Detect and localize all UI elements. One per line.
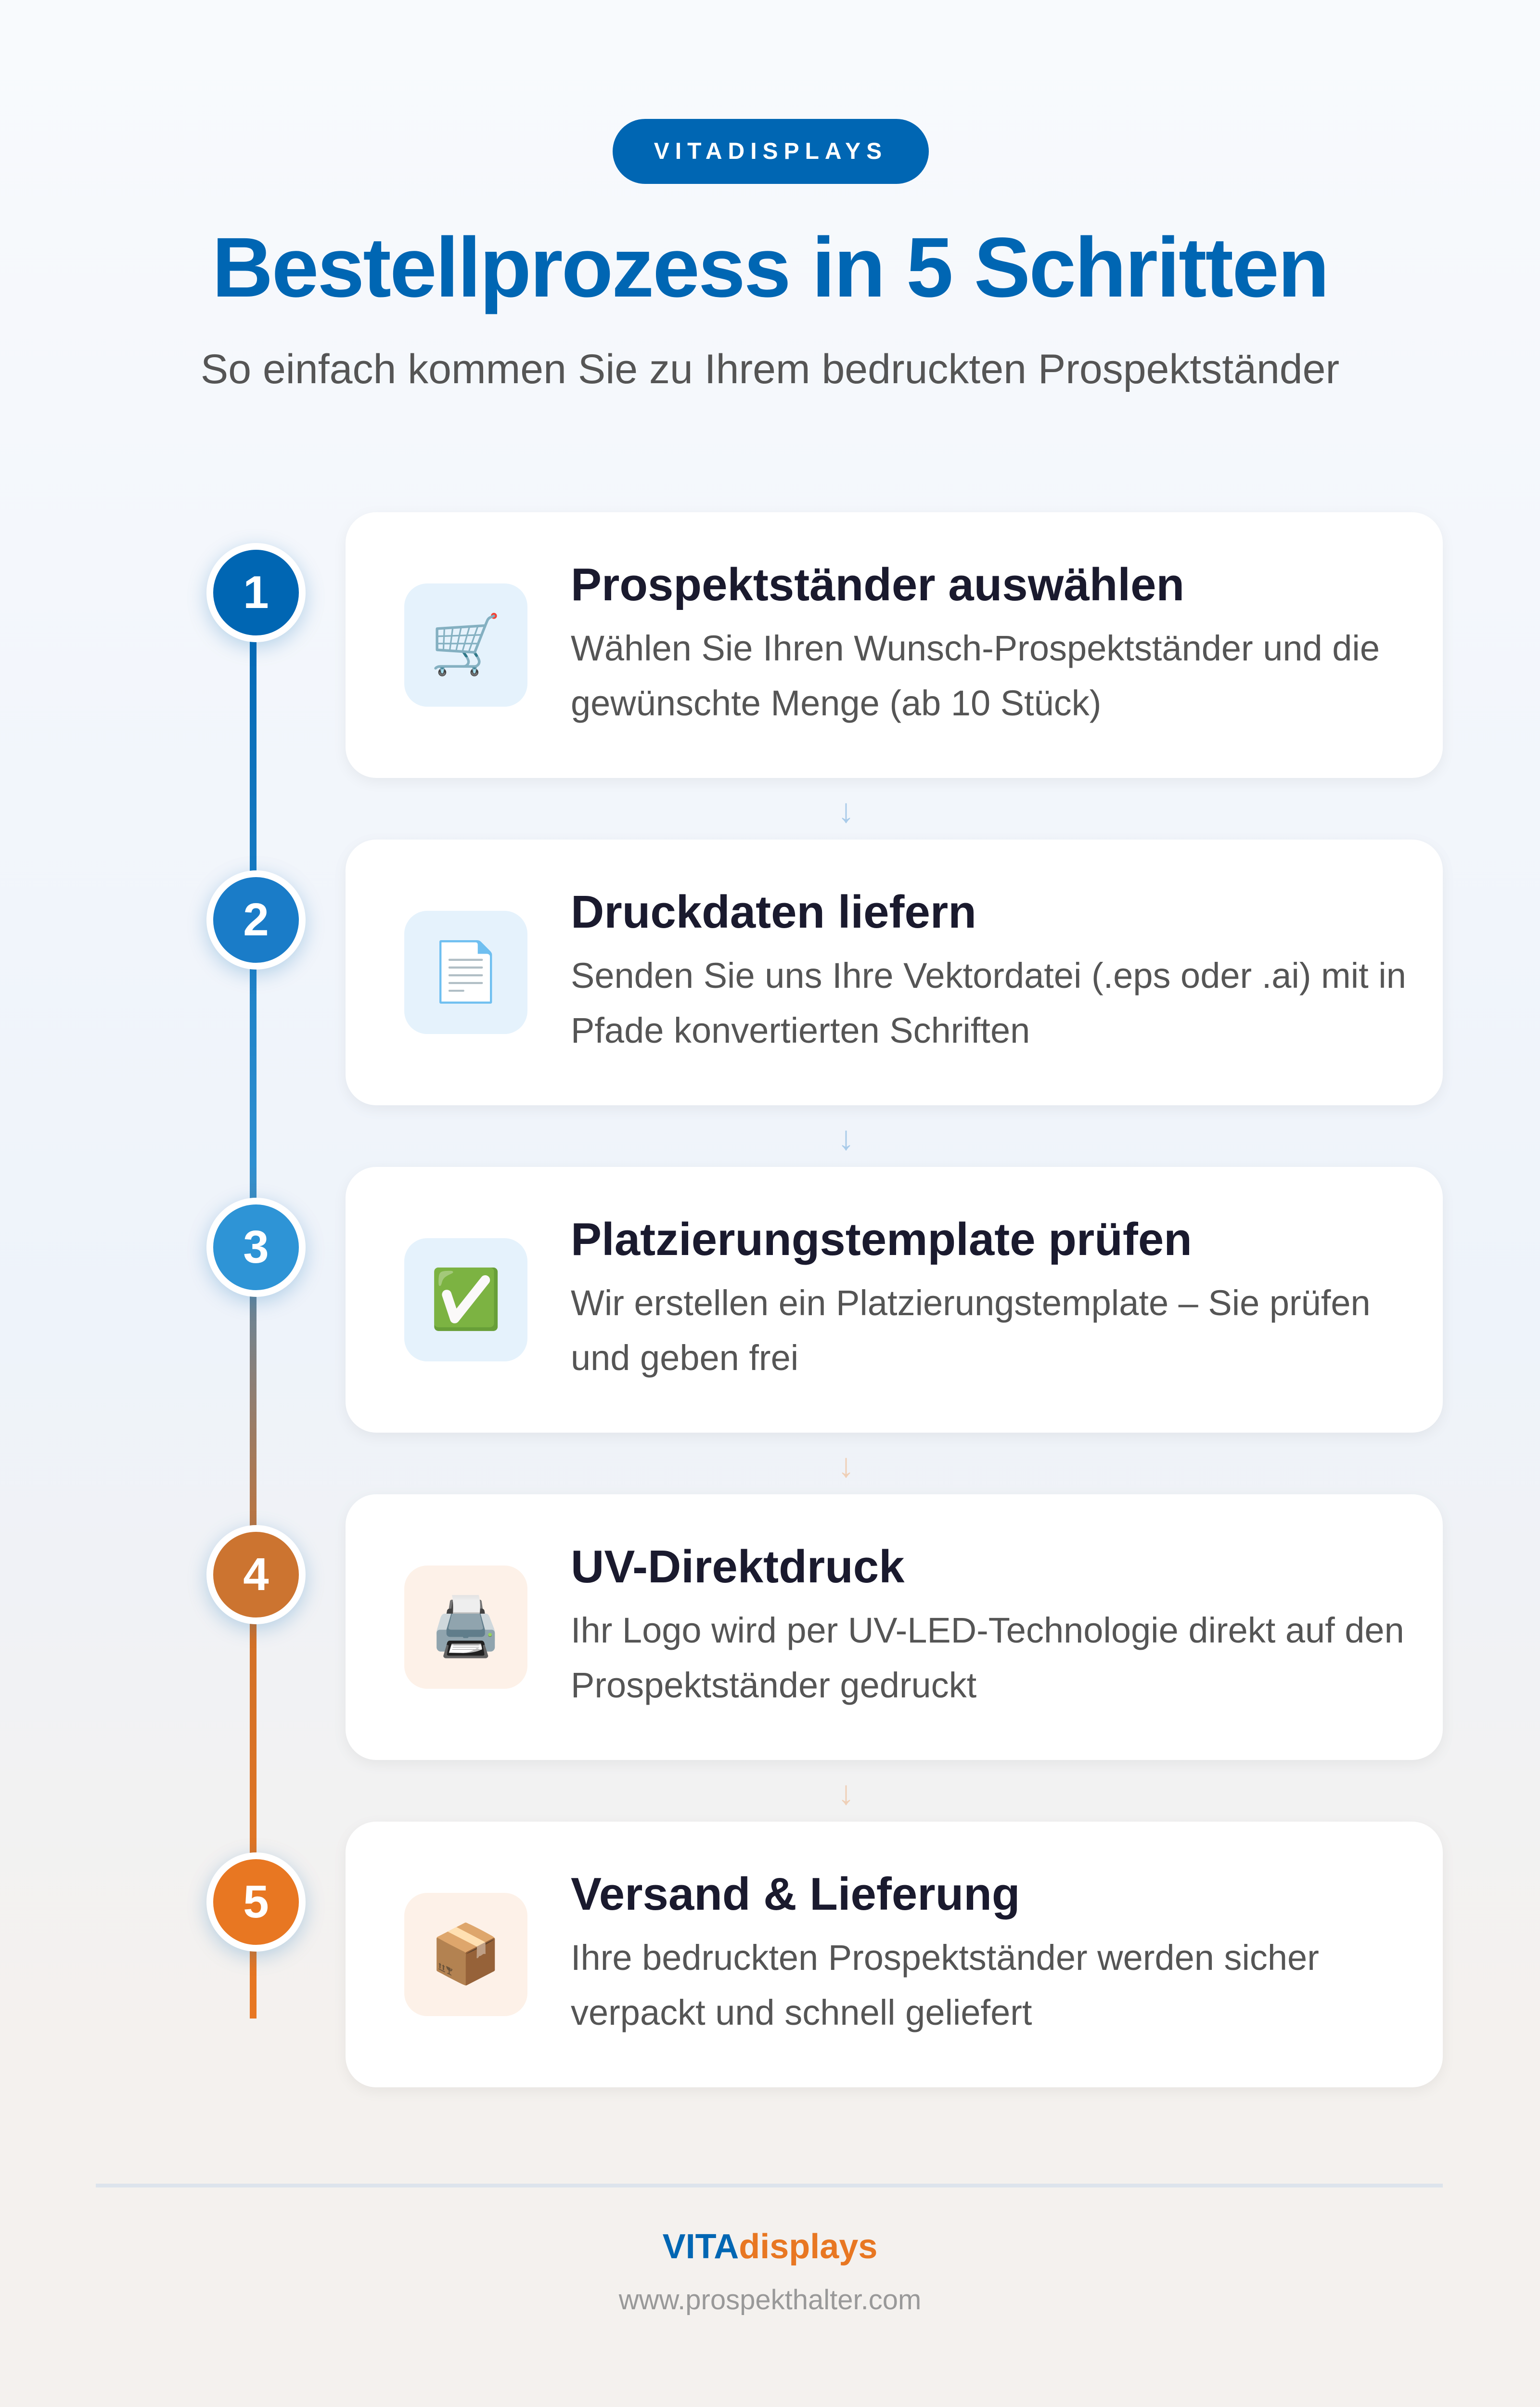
document-icon: 📄 [404, 911, 527, 1034]
footer-url[interactable]: www.prospekthalter.com [618, 2284, 922, 2316]
step-number-circle: 4 [206, 1525, 306, 1624]
timeline-line [250, 593, 257, 2019]
footer-divider [96, 2184, 1443, 2187]
arrow-down-icon: ↓ [837, 1119, 855, 1157]
arrow-down-icon: ↓ [837, 1774, 855, 1812]
step-title: Platzierungstemplate prüfen [571, 1214, 1192, 1265]
page-title: Bestellprozess in 5 Schritten [212, 220, 1329, 315]
check-mark-icon: ✅ [404, 1238, 527, 1361]
arrow-down-icon: ↓ [837, 1447, 855, 1484]
step-title: Druckdaten liefern [571, 886, 976, 938]
brand-vita: VITA [662, 2227, 739, 2266]
shopping-cart-icon: 🛒 [404, 583, 527, 707]
printer-icon: 🖨️ [404, 1566, 527, 1689]
step-number-circle: 3 [206, 1198, 306, 1297]
step-card: 🛒 Prospektständer auswählen Wählen Sie I… [346, 512, 1443, 778]
step-title: UV-Direktdruck [571, 1541, 905, 1592]
step-number-circle: 2 [206, 870, 306, 970]
package-icon: 📦 [404, 1893, 527, 2016]
step-card: 🖨️ UV-Direktdruck Ihr Logo wird per UV-L… [346, 1494, 1443, 1760]
step-description: Wir erstellen ein Platzierungstemplate –… [571, 1283, 1371, 1378]
brand-badge: VITADISPLAYS [613, 119, 929, 184]
step-title: Versand & Lieferung [571, 1868, 1020, 1920]
step-number-circle: 1 [206, 543, 306, 642]
step-card: 📦 Versand & Lieferung Ihre bedruckten Pr… [346, 1822, 1443, 2087]
step-number-circle: 5 [206, 1852, 306, 1952]
step-description: Ihr Logo wird per UV-LED-Technologie dir… [571, 1610, 1404, 1705]
step-description: Wählen Sie Ihren Wunsch-Prospektständer … [571, 628, 1380, 723]
brand-displays: displays [739, 2227, 878, 2266]
step-card: ✅ Platzierungstemplate prüfen Wir erstel… [346, 1167, 1443, 1433]
page-subtitle: So einfach kommen Sie zu Ihrem bedruckte… [200, 346, 1340, 392]
step-card: 📄 Druckdaten liefern Senden Sie uns Ihre… [346, 840, 1443, 1105]
footer-brand: VITAdisplays [0, 2227, 1540, 2266]
arrow-down-icon: ↓ [837, 792, 855, 829]
step-description: Ihre bedruckten Prospektständer werden s… [571, 1938, 1319, 2032]
step-title: Prospektständer auswählen [571, 559, 1185, 610]
step-description: Senden Sie uns Ihre Vektordatei (.eps od… [571, 956, 1406, 1050]
